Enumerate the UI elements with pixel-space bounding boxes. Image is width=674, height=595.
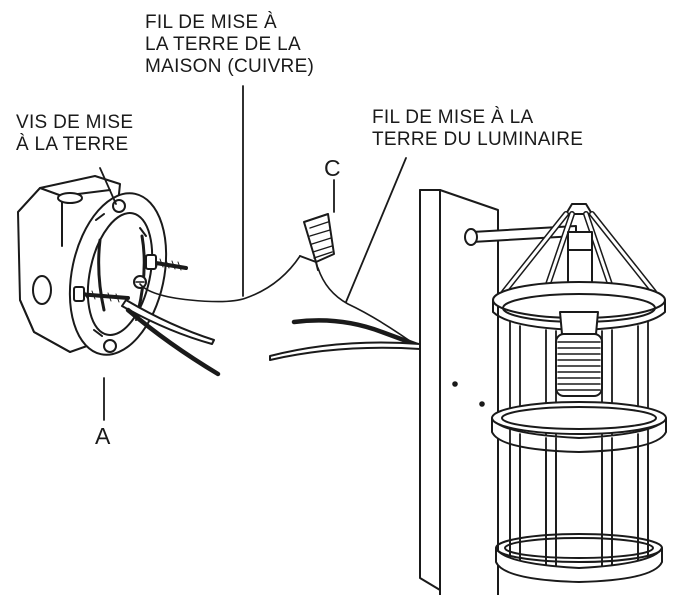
- ground-screw-label-line: VIS DE MISE: [16, 112, 134, 133]
- mounting-screws: [73, 254, 188, 303]
- fixture-ground-wire-label: FIL DE MISE À LA TERRE DU LUMINAIRE: [372, 107, 583, 151]
- ground-screw-leader: [99, 167, 117, 205]
- cage-lantern: [491, 203, 667, 583]
- fixture-ground-leader: [345, 157, 407, 303]
- fixture-ground-wire-label-line: TERRE DU LUMINAIRE: [372, 129, 584, 150]
- house-ground-wire-label-line: MAISON (CUIVRE): [145, 56, 315, 77]
- house-ground-wire-label-line: FIL DE MISE À: [145, 12, 278, 33]
- supply-wires: [121, 299, 221, 377]
- fixture-ground-wire-label-line: FIL DE MISE À LA: [372, 107, 534, 128]
- house-ground-wire: [139, 255, 301, 303]
- wall-backplate: [419, 189, 499, 595]
- house-ground-wire-label: FIL DE MISE À LA TERRE DE LA MAISON (CUI…: [145, 12, 314, 78]
- wire-nut: [299, 213, 335, 271]
- callout-c: C: [324, 155, 341, 181]
- ground-screw-label-line: À LA TERRE: [16, 134, 129, 155]
- callout-a: A: [95, 423, 111, 449]
- leader-lines: [99, 85, 407, 421]
- ground-screw-label: VIS DE MISE À LA TERRE: [16, 112, 133, 156]
- fixture-wires: [269, 267, 423, 361]
- house-ground-wire-label-line: LA TERRE DE LA: [145, 34, 301, 55]
